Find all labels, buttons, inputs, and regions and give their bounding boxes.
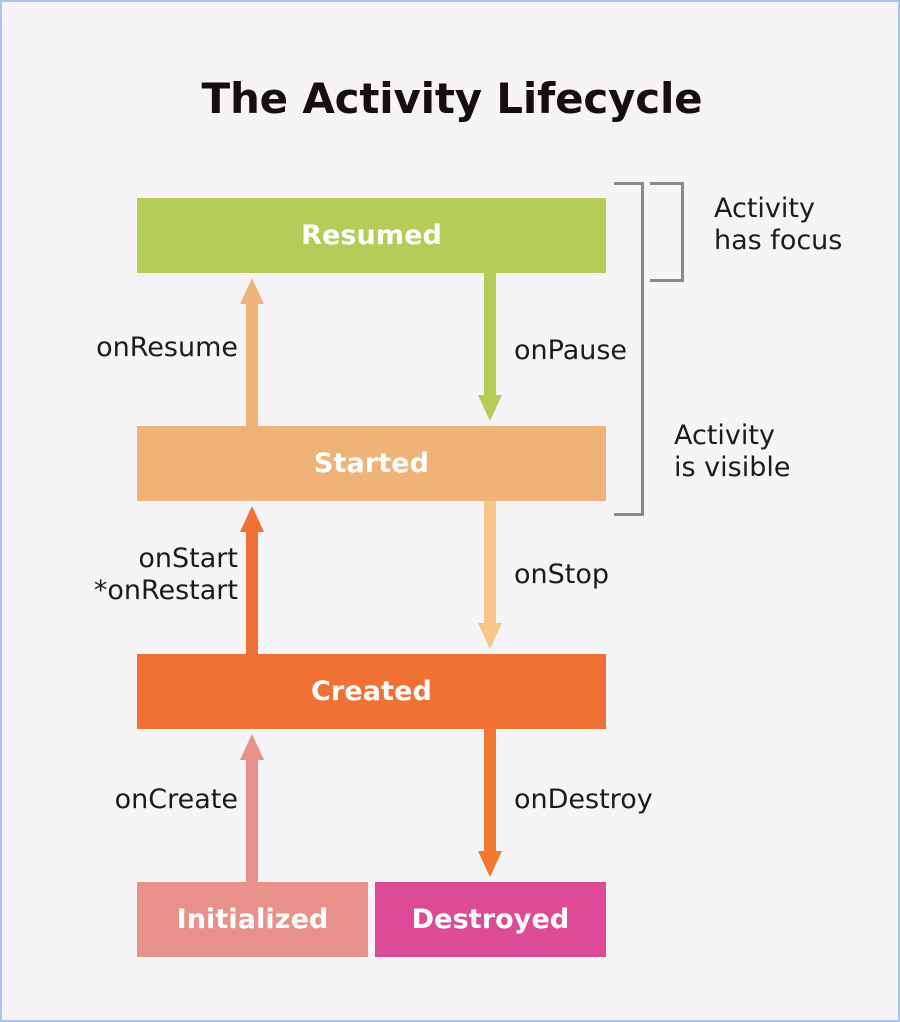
state-label-initialized: Initialized (176, 904, 329, 935)
transition-label-onstop: onStop (514, 559, 610, 590)
transition-label-onpause: onPause (514, 335, 628, 366)
transition-label-onstart: onStart *onRestart (93, 543, 238, 606)
page-title: The Activity Lifecycle (201, 74, 703, 123)
transition-label-ondestroy: onDestroy (514, 784, 653, 815)
arrow-up-onstart-icon (237, 501, 267, 654)
transition-label-onresume: onResume (96, 332, 238, 363)
state-box-initialized: Initialized (137, 882, 368, 957)
arrow-up-onresume-icon (237, 273, 267, 426)
scope-label-activity-is-visible: Activity is visible (674, 420, 791, 484)
scope-label-activity-has-focus: Activity has focus (714, 193, 843, 257)
transition-label-oncreate: onCreate (114, 784, 238, 815)
state-box-started: Started (137, 426, 606, 501)
state-label-destroyed: Destroyed (411, 904, 570, 935)
state-box-resumed: Resumed (137, 198, 606, 273)
state-box-created: Created (137, 654, 606, 729)
state-box-destroyed: Destroyed (375, 882, 606, 957)
state-label-started: Started (313, 448, 430, 479)
state-label-resumed: Resumed (301, 220, 442, 251)
state-label-created: Created (311, 676, 432, 707)
arrow-up-oncreate-icon (237, 729, 267, 882)
bracket-activity-has-focus-icon (650, 182, 684, 282)
arrow-down-ondestroy-icon (475, 729, 505, 882)
arrow-down-onstop-icon (475, 501, 505, 654)
bracket-activity-is-visible-icon (614, 182, 644, 516)
arrow-down-onpause-icon (475, 273, 505, 426)
